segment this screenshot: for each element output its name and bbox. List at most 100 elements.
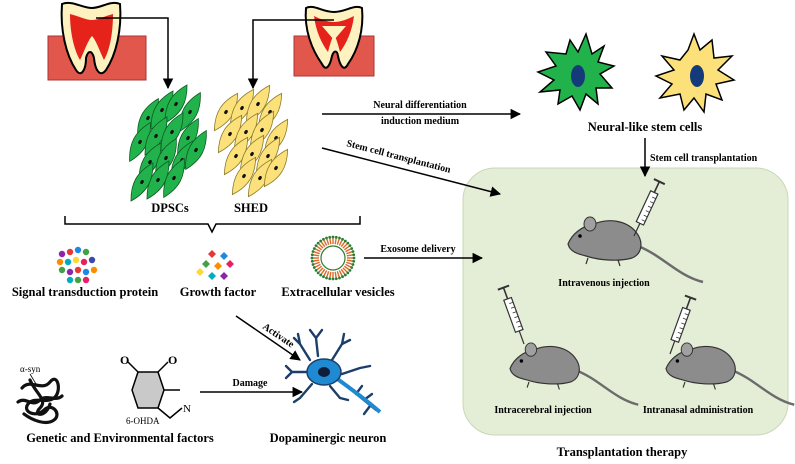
ev-lipid [342,243,348,249]
dpscs-label: DPSCs [151,201,189,215]
mouse-legs [585,257,621,267]
syringe-plunger [685,297,692,310]
mouse-legs [526,381,560,390]
syringe-intravenous-icon [633,178,666,237]
neural-differentiation-label-1: Neural differentiation [373,100,467,111]
syringe-thumb [653,178,666,186]
syringe-tick [682,317,687,321]
ev-headgroup [310,259,314,263]
ev-lumen [320,245,346,271]
spindle-cell [130,162,154,202]
mouse-tail [637,244,704,284]
stem-cell-transplantation-label-diagonal: Stem cell transplantation [345,138,452,176]
syringe-tick [514,315,519,319]
ev-headgroup [316,271,320,275]
syringe-thumb [684,294,697,301]
ev-headgroup [310,256,314,260]
ev-lipid [314,248,321,253]
ev-headgroup [346,271,350,275]
ev-headgroup [352,259,356,263]
protein-dot [82,248,90,256]
syringe-thumb [497,284,510,291]
ev-lipid [316,245,323,251]
growth-diamond [220,272,228,280]
ev-lipid [316,265,323,271]
6-ohda-o-left: O [120,353,129,367]
ev-headgroup [351,263,355,266]
ev-headgroup [334,235,338,239]
spindle-cell [245,84,271,124]
neural-like-yellow-cell-icon [654,31,736,115]
mouse-intranasal-icon [665,342,795,406]
stem-cell-transplantation-arrow [321,147,502,197]
protein-dot [66,248,74,256]
intracerebral-label: Intracerebral injection [494,405,592,416]
ev-headgroup [319,239,323,243]
protein-dot [82,276,90,284]
ev-lipid [323,239,328,246]
spindle-cell [233,112,259,152]
protein-dot [74,266,82,274]
ev-headgroup [331,277,335,281]
protein-dot [58,266,66,274]
ev-headgroup [325,236,328,240]
syringe-tick [681,322,686,325]
ev-headgroup [322,275,325,279]
mouse-intracerebral-icon [509,342,639,406]
stem-cell-transplantation-label-right: Stem cell transplantation [650,153,758,164]
protein-dot [66,268,74,276]
syringe-tick [512,311,517,314]
ev-headgroup [312,247,316,250]
extracellular-vesicle-icon [310,235,356,281]
spindle-cell [249,110,275,150]
ev-lipid [345,263,352,268]
ev-lipid [342,267,348,273]
ev-headgroup [328,277,332,281]
protein-dot [56,258,64,266]
protein-dot [90,266,98,274]
mouse-legs [682,381,716,390]
dopaminergic-axon [334,376,382,414]
growth-diamond [202,260,210,268]
ev-headgroup [310,253,314,257]
growth-factor-icon [196,250,234,280]
syringe-needle [669,340,676,355]
ev-lipid [323,270,328,277]
bracket [64,216,361,234]
ev-lipid [334,271,337,278]
protein-dot [72,256,80,264]
neural-like-stem-cells-label: Neural-like stem cells [588,120,703,134]
syringe-tick [652,196,656,200]
exosome-delivery-label: Exosome delivery [380,244,455,255]
syringe-tick [677,332,682,335]
syringe-tick [649,201,654,204]
protein-dot [66,276,74,284]
spindle-cell [179,91,201,133]
spindle-cell [144,116,168,156]
spindle-cell [185,129,207,171]
spindle-cell [129,121,151,163]
ev-headgroup [314,268,318,272]
growth-diamond [220,252,228,260]
spindle-cell [163,157,185,199]
alpha-synuclein-icon [16,377,64,425]
ev-headgroup [325,276,328,280]
ev-lipid [313,261,320,265]
ev-headgroup [341,275,344,279]
ev-headgroup [352,256,356,260]
ev-lipid [340,241,346,248]
syringe-tick [515,320,521,323]
ev-lipid [320,268,326,275]
spindle-cell [247,158,273,198]
ev-lipid [346,254,353,257]
ev-lipid [320,241,326,248]
intranasal-label: Intranasal administration [643,405,754,416]
signal-transduction-label: Signal transduction protein [12,285,158,299]
protein-dot [74,276,82,284]
spindle-cell [217,114,243,154]
spindle-cell [263,148,289,188]
syringe-tick [509,301,514,304]
shed-cell-cluster [213,84,289,198]
signal-protein-icon [56,246,98,284]
